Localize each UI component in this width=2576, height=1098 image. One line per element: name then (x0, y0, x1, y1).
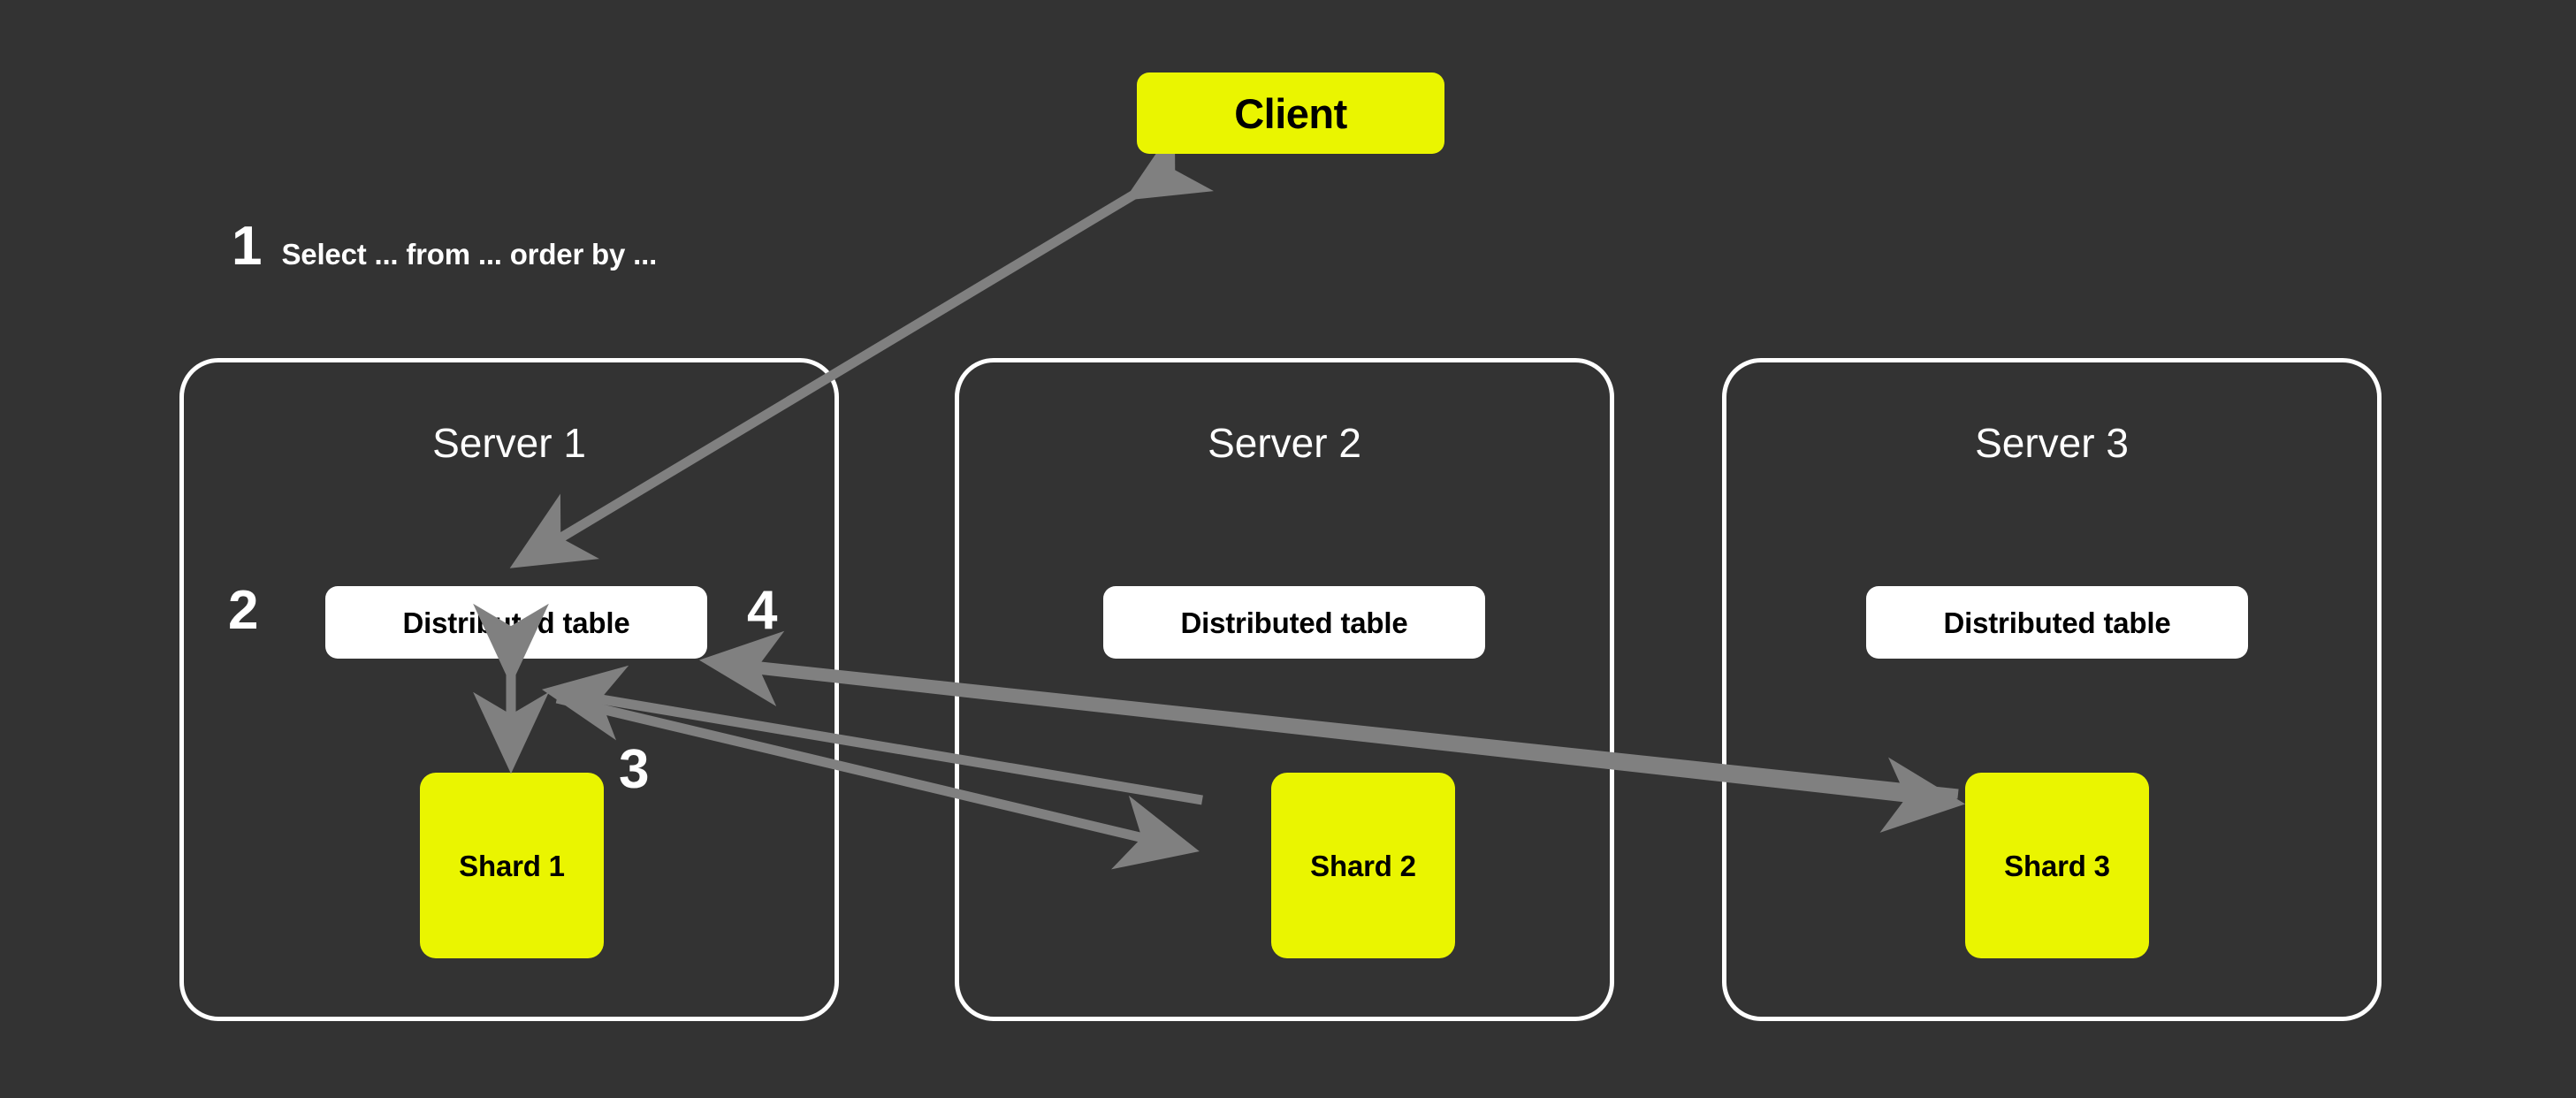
shard-2-label: Shard 2 (1310, 849, 1416, 882)
distributed-table-server-2[interactable]: Distributed table (1103, 586, 1485, 659)
distributed-table-label: Distributed table (1943, 606, 2171, 639)
shard-3-node[interactable]: Shard 3 (1965, 773, 2149, 958)
shard-1-label: Shard 1 (459, 849, 565, 882)
client-label: Client (1234, 89, 1347, 137)
distributed-table-server-1[interactable]: Distributed table (325, 586, 707, 659)
distributed-table-label: Distributed table (402, 606, 630, 639)
step-3-number: 3 (619, 739, 650, 800)
server-3-title: Server 3 (1975, 420, 2129, 466)
shard-1-node[interactable]: Shard 1 (420, 773, 604, 958)
shard-3-label: Shard 3 (2004, 849, 2110, 882)
server-1-frame: Server 1 Distributed table Shard 1 (179, 358, 839, 1021)
step-4-number: 4 (747, 580, 778, 641)
distributed-table-server-3[interactable]: Distributed table (1866, 586, 2248, 659)
step-1-number: 1 (232, 216, 263, 277)
client-node[interactable]: Client (1137, 72, 1444, 154)
server-1-title: Server 1 (432, 420, 586, 466)
shard-2-node[interactable]: Shard 2 (1271, 773, 1455, 958)
server-2-frame: Server 2 Distributed table Shard 2 (955, 358, 1614, 1021)
step-1-query-text: Select ... from ... order by ... (281, 238, 658, 271)
distributed-table-label: Distributed table (1180, 606, 1408, 639)
step-1-caption: 1 Select ... from ... order by ... (232, 219, 657, 274)
step-2-number: 2 (228, 580, 259, 641)
server-3-frame: Server 3 Distributed table Shard 3 (1722, 358, 2382, 1021)
server-2-title: Server 2 (1208, 420, 1361, 466)
